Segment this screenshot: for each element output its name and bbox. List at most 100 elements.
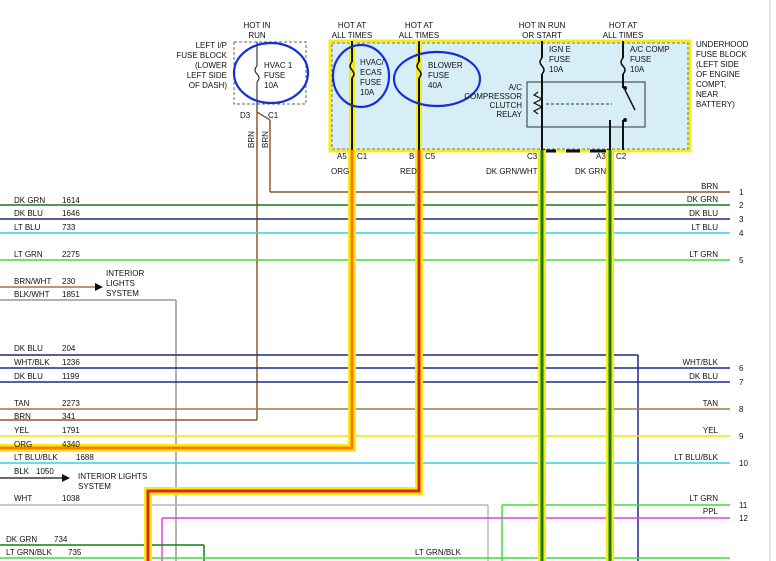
interior-lights-1b: LIGHTS bbox=[106, 279, 135, 288]
bottom-lt-grn-blk-label: LT GRN/BLK bbox=[415, 548, 462, 557]
left-label-num: 1791 bbox=[62, 426, 80, 435]
left-block-title-4: LEFT SIDE bbox=[187, 71, 227, 80]
hot-run-start-b: OR START bbox=[522, 31, 562, 40]
underhood-title-4: OF ENGINE bbox=[696, 70, 740, 79]
underhood-block-outline bbox=[328, 39, 692, 153]
brn-vertical-1: BRN bbox=[247, 131, 256, 148]
left-label-name: LT BLU/BLK bbox=[14, 453, 58, 462]
right-label-num: 1 bbox=[739, 188, 744, 197]
right-label-num: 11 bbox=[739, 501, 748, 510]
left-pin-d3: D3 bbox=[240, 111, 251, 120]
right-label-num: 6 bbox=[739, 364, 744, 373]
blower-circle-marker bbox=[392, 50, 482, 108]
left-label-name: WHT/BLK bbox=[14, 358, 50, 367]
highlighted-wires: ORG RED DK GRN/WHT DK GRN bbox=[0, 150, 614, 561]
left-label-num: 204 bbox=[62, 344, 76, 353]
pin-b: B bbox=[409, 152, 414, 161]
left-block-title-1: LEFT I/P bbox=[196, 41, 227, 50]
right-label-name: PPL bbox=[703, 507, 719, 516]
left-label-num: 734 bbox=[54, 535, 68, 544]
left-label-name: TAN bbox=[14, 399, 30, 408]
brn-vertical-2: BRN bbox=[261, 131, 270, 148]
wire-red-blower bbox=[146, 150, 421, 561]
left-label-name: DK BLU bbox=[14, 209, 43, 218]
ac-1: A/C COMP bbox=[630, 45, 670, 54]
hot-in-run-label-2: RUN bbox=[248, 31, 266, 40]
right-label-name: BRN bbox=[701, 182, 718, 191]
hvac1-fuse-amps: 10A bbox=[264, 81, 279, 90]
hvac-ecas-4: 10A bbox=[360, 88, 375, 97]
left-labels: DK GRN 1614 DK BLU 1646 LT BLU 733 LT GR… bbox=[6, 196, 462, 557]
right-label-name: LT GRN bbox=[689, 250, 718, 259]
hvac1-fuse-name: HVAC 1 bbox=[264, 61, 293, 70]
underhood-title-5: COMPT, bbox=[696, 80, 726, 89]
hvac-ecas-2: ECAS bbox=[360, 68, 382, 77]
hot-all-times-3a: HOT AT bbox=[609, 21, 637, 30]
left-label-num: 1050 bbox=[36, 467, 54, 476]
left-label-num: 2273 bbox=[62, 399, 80, 408]
left-label-num: 230 bbox=[62, 277, 76, 286]
pin-a5: A5 bbox=[337, 152, 347, 161]
left-label-num: 4340 bbox=[62, 440, 80, 449]
left-label-name: YEL bbox=[14, 426, 30, 435]
hvac-ecas-1: HVAC/ bbox=[360, 58, 385, 67]
pin-a3: A3 bbox=[596, 152, 606, 161]
interior-lights-2b: SYSTEM bbox=[78, 482, 111, 491]
drop-red-label: RED bbox=[400, 167, 417, 176]
left-label-num: 735 bbox=[68, 548, 82, 557]
underhood-title-2: FUSE BLOCK bbox=[696, 50, 747, 59]
pin-c5: C5 bbox=[425, 152, 436, 161]
right-label-name: LT BLU bbox=[692, 223, 719, 232]
underhood-fuse-block: UNDERHOOD FUSE BLOCK (LEFT SIDE OF ENGIN… bbox=[328, 39, 749, 161]
right-label-num: 9 bbox=[739, 432, 744, 441]
left-label-num: 1646 bbox=[62, 209, 80, 218]
relay-label-4: RELAY bbox=[496, 110, 522, 119]
interior-lights-2a: INTERIOR LIGHTS bbox=[78, 472, 147, 481]
hot-all-times-1b: ALL TIMES bbox=[332, 31, 372, 40]
right-label-name: LT BLU/BLK bbox=[674, 453, 718, 462]
relay-coil bbox=[532, 91, 544, 115]
hvac1-fuse-word: FUSE bbox=[264, 71, 285, 80]
right-label-num: 3 bbox=[739, 215, 744, 224]
ac-relay-box bbox=[526, 81, 646, 128]
left-label-num: 1199 bbox=[62, 372, 80, 381]
blower-fuse-symbol bbox=[416, 61, 422, 79]
left-label-name: BLK bbox=[14, 467, 30, 476]
right-label-num: 2 bbox=[739, 201, 744, 210]
drop-dk-grn-label: DK GRN bbox=[575, 167, 606, 176]
ign-fuse-symbol bbox=[539, 57, 545, 75]
hot-all-times-1a: HOT AT bbox=[338, 21, 366, 30]
blower-2: FUSE bbox=[428, 71, 449, 80]
left-block-drops: BRN BRN bbox=[247, 111, 271, 420]
left-label-name: BLK/WHT bbox=[14, 290, 50, 299]
drop-org-label: ORG bbox=[331, 167, 349, 176]
left-label-name: DK GRN bbox=[6, 535, 37, 544]
right-label-name: DK BLU bbox=[689, 372, 718, 381]
left-block-title-5: OF DASH) bbox=[189, 81, 228, 90]
right-label-name: DK GRN bbox=[687, 195, 718, 204]
left-label-num: 341 bbox=[62, 412, 76, 421]
left-label-name: BRN/WHT bbox=[14, 277, 51, 286]
right-label-num: 10 bbox=[739, 459, 748, 468]
relay-label-1: A/C bbox=[509, 83, 523, 92]
right-label-name: YEL bbox=[703, 426, 719, 435]
left-label-name: DK GRN bbox=[14, 196, 45, 205]
hot-run-start-a: HOT IN RUN bbox=[519, 21, 566, 30]
left-label-name: LT GRN/BLK bbox=[6, 548, 53, 557]
hvac-ecas-3: FUSE bbox=[360, 78, 381, 87]
left-pin-c1: C1 bbox=[268, 111, 279, 120]
left-label-name: ORG bbox=[14, 440, 32, 449]
hot-in-run-label-1: HOT IN bbox=[244, 21, 271, 30]
relay-label-3: CLUTCH bbox=[490, 101, 523, 110]
pin-c1: C1 bbox=[357, 152, 368, 161]
pin-c3: C3 bbox=[527, 152, 538, 161]
relay-switch bbox=[624, 89, 636, 111]
left-block-title-3: (LOWER bbox=[195, 61, 227, 70]
hvac1-circle-marker bbox=[232, 41, 310, 105]
right-label-name: DK BLU bbox=[689, 209, 718, 218]
ac-fuse-symbol bbox=[620, 57, 626, 75]
right-labels: BRN 1 DK GRN 2 DK BLU 3 LT BLU 4 LT GRN … bbox=[674, 182, 748, 523]
left-label-num: 1038 bbox=[62, 494, 80, 503]
wire-org-4340 bbox=[0, 150, 354, 450]
